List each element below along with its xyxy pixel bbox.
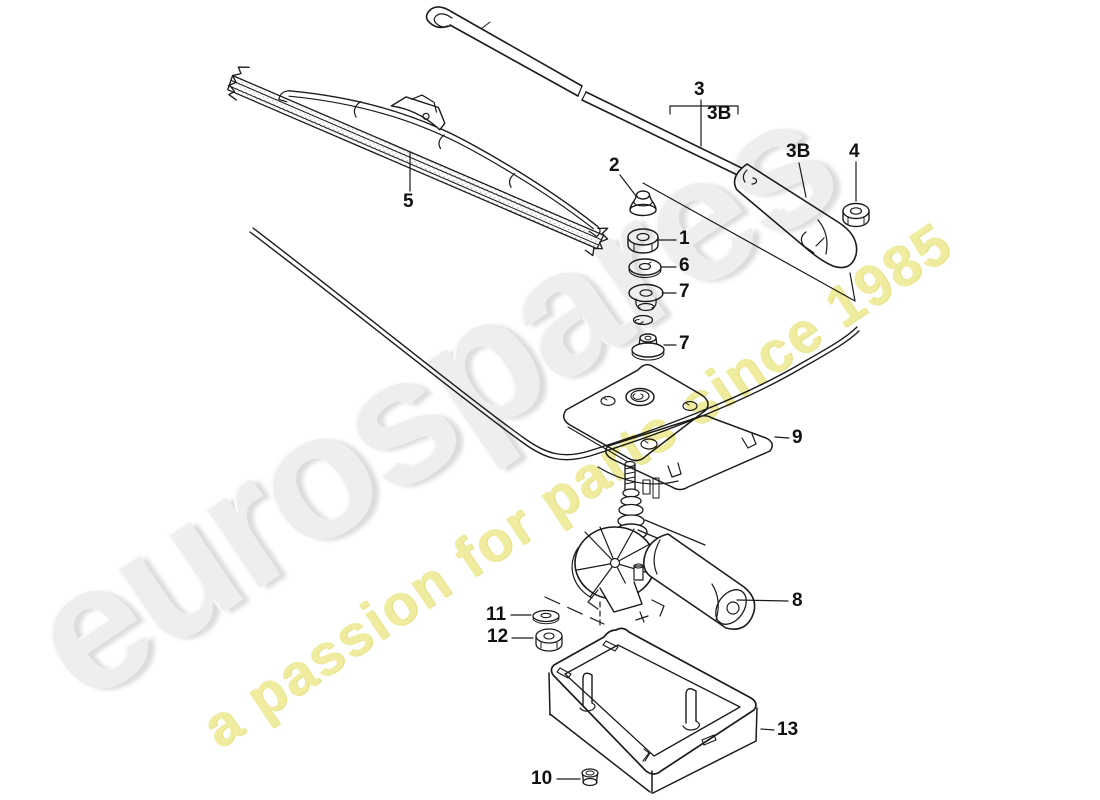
wiper-motor-drawing <box>571 460 756 630</box>
callout-wiper-motor: 8 <box>792 590 803 611</box>
callout-pivot-cap: 2 <box>609 155 620 176</box>
callout-housing-plug: 10 <box>531 768 553 789</box>
callout-shaft-nut: 1 <box>679 228 690 249</box>
callout-housing-box: 13 <box>777 719 799 740</box>
wiper-arm-drawing <box>425 6 858 269</box>
callout-grommet-upper: 7 <box>679 281 690 302</box>
callout-washer: 6 <box>679 255 690 276</box>
wiper-blade-drawing <box>226 66 609 257</box>
callout-arm: 3B <box>786 141 811 162</box>
housing-box-drawing <box>548 627 758 794</box>
crank-washer-drawing <box>532 609 560 625</box>
pivot-cap-drawing <box>629 190 657 217</box>
crank-nut-drawing <box>535 628 563 652</box>
callout-mounting-plate: 9 <box>792 427 803 448</box>
arm-nut-drawing <box>842 202 870 228</box>
callout-arm-nut: 4 <box>849 141 860 162</box>
mounting-bracket-drawing <box>597 414 790 499</box>
mounting-pad-drawing <box>563 363 709 463</box>
shaft-nut-drawing <box>627 228 659 254</box>
washer-drawing <box>628 258 662 279</box>
callout-grommet-lower: 7 <box>679 333 690 354</box>
callout-blade: 5 <box>403 191 414 212</box>
grommet-lower-drawing <box>631 333 665 361</box>
leader-lines-lower <box>510 596 789 780</box>
callout-crank-nut: 12 <box>487 626 509 647</box>
callout-arm-assembly: 3 <box>694 79 705 100</box>
leader-lines-upper <box>409 99 857 346</box>
housing-plug-drawing <box>581 768 599 787</box>
seal-ring-drawing <box>632 314 654 326</box>
glass-edge-curve <box>249 227 860 461</box>
grommet-upper-drawing <box>628 283 664 312</box>
callout-arm-assembly-sub: 3B <box>707 103 732 124</box>
callout-crank-washer: 11 <box>486 604 507 625</box>
